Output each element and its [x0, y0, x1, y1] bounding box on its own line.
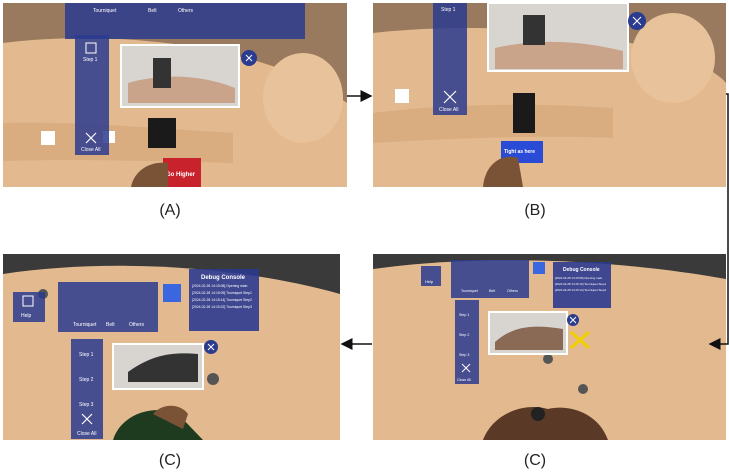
manikin-head [631, 13, 715, 103]
debug-line: [2024-02-28 14:15:14] Tourniquet Step2 [555, 288, 606, 292]
panel-c-left-photo: Help Tourniquet Belt Others Debug Consol… [3, 254, 340, 440]
manikin-port [207, 373, 219, 385]
close-icon[interactable] [207, 343, 215, 351]
cube-icon[interactable] [22, 295, 34, 307]
menu-tab[interactable]: Others [178, 8, 194, 14]
hand [153, 405, 188, 429]
help-button[interactable] [421, 266, 441, 286]
step-label[interactable]: Step 2 [79, 377, 94, 383]
holo-step-column[interactable] [75, 35, 109, 155]
panel-b-photo: Step 1 Close All Tight as here [373, 3, 726, 187]
holo-menu-bar[interactable] [451, 260, 529, 298]
caption-c-left: (C) [158, 452, 182, 469]
qr-marker [41, 131, 55, 145]
hand [483, 156, 523, 187]
card-tourniquet-illustration [128, 353, 198, 382]
panel-a-scene: Tourniquet Belt Others Step 1 Close All … [3, 3, 347, 187]
qr-marker [395, 89, 409, 103]
step-label[interactable]: Step 3 [79, 402, 94, 408]
help-label[interactable]: Help [425, 279, 434, 284]
close-icon[interactable] [632, 16, 642, 26]
debug-console [189, 269, 259, 331]
target-cross-icon [570, 330, 590, 350]
card-tourniquet-illustration [153, 58, 171, 88]
card-tourniquet-illustration [523, 15, 545, 45]
panel-b-scene: Step 1 Close All Tight as here [373, 3, 726, 187]
help-label[interactable]: Help [21, 313, 32, 319]
debug-line: [2024-02-28 14:15:22] Tourniquet Step3 [192, 305, 252, 309]
step-label[interactable]: Step 1 [441, 7, 456, 13]
close-all-label[interactable]: Close All [439, 107, 458, 113]
close-icon[interactable] [81, 413, 93, 425]
close-all-label[interactable]: Close All [81, 147, 100, 153]
manikin-port [578, 384, 588, 394]
menu-tab[interactable]: Others [507, 289, 518, 293]
panel-c-right-photo: Help Tourniquet Belt Others Debug Consol… [373, 254, 726, 440]
step-label[interactable]: Step 3 [459, 353, 469, 357]
close-icon[interactable] [443, 90, 457, 104]
tourniquet [513, 93, 535, 133]
manikin-head [263, 53, 343, 143]
tourniquet-buckle [531, 407, 545, 421]
step-label[interactable]: Step 1 [79, 352, 94, 358]
close-icon[interactable] [461, 363, 471, 373]
debug-line: [2024-02-28 14:15:14] Tourniquet Step2 [192, 298, 252, 302]
holo-step-column[interactable] [455, 300, 479, 384]
step-label[interactable]: Step 1 [83, 57, 98, 63]
manikin-port [543, 354, 553, 364]
panel-c-left-scene: Help Tourniquet Belt Others Debug Consol… [3, 254, 340, 440]
debug-line: [2024-02-28 14:15:10] Tourniquet Step1 [555, 282, 606, 286]
menu-tab[interactable]: Belt [106, 322, 115, 328]
holo-menu-bar[interactable] [58, 282, 158, 332]
help-button[interactable] [13, 292, 45, 322]
holo-step-column[interactable] [433, 3, 467, 115]
hand [131, 162, 168, 187]
menu-tab[interactable]: Others [129, 322, 145, 328]
red-label-text: Go Higher [166, 172, 196, 178]
debug-line: [2024-02-28 14:15:08] Opening main [192, 284, 248, 288]
close-icon[interactable] [85, 132, 97, 144]
panel-a-photo: Tourniquet Belt Others Step 1 Close All … [3, 3, 347, 187]
close-icon[interactable] [245, 54, 253, 62]
menu-tab[interactable]: Tourniquet [93, 8, 117, 14]
close-icon[interactable] [569, 316, 577, 324]
holo-step-column[interactable] [71, 339, 103, 439]
red-label [163, 158, 201, 187]
step-label[interactable]: Step 2 [459, 333, 469, 337]
pin-button[interactable] [163, 284, 181, 302]
step-label[interactable]: Step 1 [459, 313, 469, 317]
debug-console [553, 262, 611, 308]
card-arm-illustration [495, 326, 563, 350]
close-all-label[interactable]: Close All [457, 378, 471, 382]
cube-icon[interactable] [85, 42, 97, 54]
close-all-label[interactable]: Close All [77, 431, 96, 437]
caption-c-right: (C) [523, 452, 547, 469]
debug-line: [2024-02-28 14:15:08] Opening main [555, 276, 603, 280]
menu-tab[interactable]: Tourniquet [73, 322, 97, 328]
menu-tab[interactable]: Belt [489, 289, 495, 293]
hands [483, 407, 608, 440]
holo-menu-bar[interactable] [65, 3, 305, 39]
debug-console-title: Debug Console [201, 275, 246, 281]
card-arm-illustration [495, 41, 623, 69]
panel-c-right-scene: Help Tourniquet Belt Others Debug Consol… [373, 254, 726, 440]
caption-a: (A) [159, 202, 181, 219]
menu-tab[interactable]: Tourniquet [461, 289, 478, 293]
tourniquet [148, 118, 176, 148]
pin-button[interactable] [533, 262, 545, 274]
blue-tag-text: Tight as here [504, 149, 535, 155]
debug-console-title: Debug Console [563, 267, 600, 273]
caption-b: (B) [524, 202, 546, 219]
debug-line: [2024-02-28 14:15:09] Tourniquet Step1 [192, 291, 252, 295]
menu-tab[interactable]: Belt [148, 8, 157, 14]
